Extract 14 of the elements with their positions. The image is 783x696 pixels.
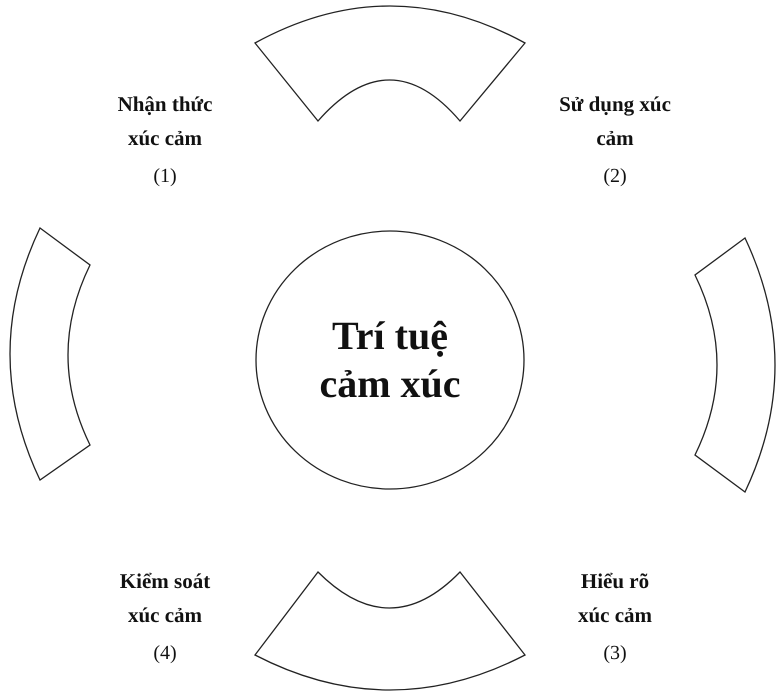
arc-band bbox=[254, 571, 526, 691]
number-label: (3) bbox=[602, 641, 628, 666]
arc-band bbox=[254, 5, 526, 122]
skill-label: Sử dụng xúc cảm bbox=[558, 91, 672, 152]
number-label: (1) bbox=[152, 164, 178, 189]
number-label: (4) bbox=[152, 641, 178, 666]
arc-band bbox=[694, 237, 776, 493]
center-title: Trí tuệ cảm xúc bbox=[318, 312, 462, 408]
skill-label: Nhận thức xúc cảm bbox=[116, 91, 214, 152]
arc-band bbox=[9, 227, 91, 481]
skill-label: Hiểu rõ xúc cảm bbox=[576, 568, 654, 629]
skill-label: Kiểm soát xúc cảm bbox=[118, 568, 212, 629]
number-label: (2) bbox=[602, 164, 628, 189]
center-circle bbox=[255, 230, 525, 490]
